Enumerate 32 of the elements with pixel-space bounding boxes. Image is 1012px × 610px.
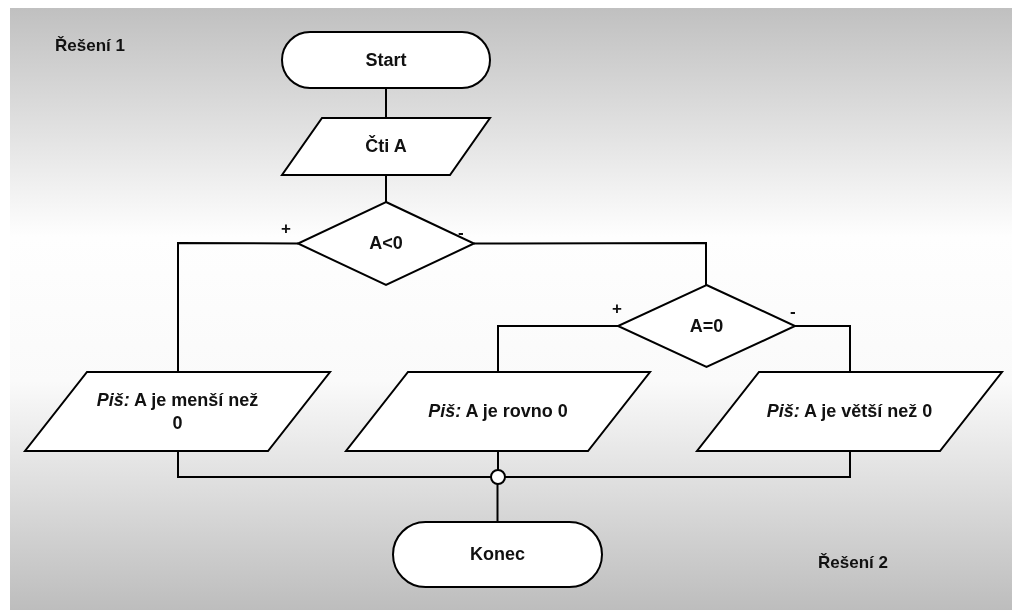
junction-circle <box>491 470 505 484</box>
connector-line <box>177 242 299 373</box>
connector-line <box>504 450 851 478</box>
decision-diamond <box>298 202 474 285</box>
io-parallelogram <box>282 118 490 175</box>
connector-line <box>385 87 387 119</box>
node-text: A=0 <box>689 314 724 338</box>
edge-label: + <box>612 300 622 317</box>
connector-line <box>473 242 707 286</box>
connector-line <box>177 450 492 478</box>
edge-label: - <box>790 303 796 320</box>
node-text: Konec <box>470 543 525 566</box>
node-text: Piš: A je menší než 0 <box>95 389 260 434</box>
io-parallelogram <box>697 372 1002 451</box>
diagram-label: Řešení 1 <box>55 36 125 56</box>
connector-line <box>794 325 851 373</box>
node-text: Piš: A je rovno 0 <box>428 400 568 423</box>
terminal-shape <box>393 522 602 587</box>
io-parallelogram <box>346 372 650 451</box>
node-text: Čti A <box>365 135 407 158</box>
connector-line <box>385 174 387 203</box>
node-text: A<0 <box>369 232 403 255</box>
node-text: Piš: A je větší než 0 <box>766 400 933 423</box>
diagram-label: Řešení 2 <box>818 553 888 573</box>
connector-line <box>497 325 619 373</box>
connector-line <box>497 450 499 471</box>
connector-line <box>496 483 499 523</box>
edge-label: - <box>458 224 464 241</box>
terminal-shape <box>282 32 490 88</box>
edge-label: + <box>281 220 291 237</box>
io-parallelogram <box>25 372 330 451</box>
node-text: Start <box>365 48 407 72</box>
